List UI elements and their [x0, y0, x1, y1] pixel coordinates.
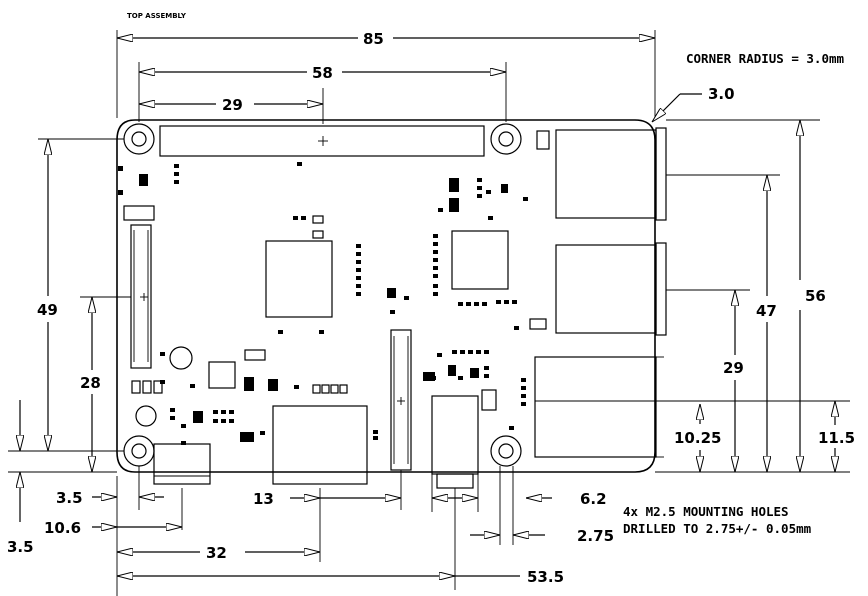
mounting-hole-top-left: [123, 123, 155, 155]
usb-controller-chip: [451, 230, 509, 290]
gpio-header: [159, 125, 485, 157]
dim-corner-radius-value: 3.0: [708, 85, 735, 103]
usb-port-upper: [555, 127, 667, 221]
dim-height-overall: 56: [805, 287, 826, 305]
drawing-notes: CORNER RADIUS = 3.0mm 4x M2.5 MOUNTING H…: [623, 51, 845, 536]
note-mounting-line1: 4x M2.5 MOUNTING HOLES: [623, 504, 789, 519]
soc-chip: [265, 240, 333, 318]
mounting-hole-top-right: [490, 123, 522, 155]
dim-header-span: 58: [312, 64, 333, 82]
board-components: [118, 130, 550, 445]
note-corner-radius: CORNER RADIUS = 3.0mm: [686, 51, 845, 66]
dim-hole-spacing-vertical: 49: [37, 301, 58, 319]
mounting-hole-bottom-right: [490, 435, 522, 467]
power-port: [153, 443, 211, 485]
drawing-title: TOP ASSEMBLY: [127, 12, 187, 20]
note-mounting-line2: DRILLED TO 2.75+/- 0.05mm: [623, 521, 812, 536]
dim-dsi-center: 28: [80, 374, 101, 392]
dim-csi-center: 13: [253, 490, 274, 508]
dim-audio-width: 6.2: [580, 490, 607, 508]
mounting-hole-bottom-left: [123, 435, 155, 467]
dimension-lines: [8, 30, 850, 596]
dim-power-center: 10.6: [44, 519, 81, 537]
dim-width-overall: 85: [363, 30, 384, 48]
dimension-labels: 85 58 29 3.0 56 47 29 11.5 10.25 49 28 3…: [7, 30, 855, 586]
dim-hole-diameter: 2.75: [577, 527, 614, 545]
dim-ethernet-offset: 10.25: [674, 429, 721, 447]
dim-audio-center: 53.5: [527, 568, 564, 586]
csi-connector: [390, 329, 412, 471]
dim-usb-upper: 47: [756, 302, 777, 320]
board-outline: [116, 119, 656, 473]
dim-header-offset: 29: [222, 96, 243, 114]
ethernet-port: [534, 356, 664, 458]
dim-hole-inset-x: 3.5: [56, 489, 83, 507]
usb-port-lower: [555, 242, 667, 336]
dsi-connector: [130, 224, 152, 369]
dim-usb-lower: 29: [723, 359, 744, 377]
audio-jack: [431, 395, 479, 489]
dim-hdmi-center: 32: [206, 544, 227, 562]
dim-ethernet-center: 11.5: [818, 429, 855, 447]
dim-hole-inset-y: 3.5: [7, 538, 34, 556]
hdmi-port: [272, 405, 368, 485]
